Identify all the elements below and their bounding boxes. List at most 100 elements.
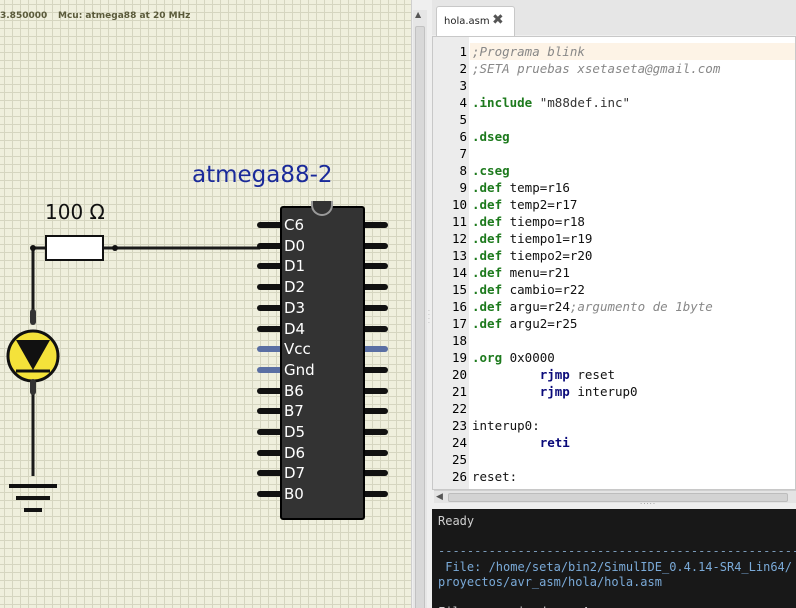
pin-stub-right[interactable]: [362, 263, 388, 270]
code-token: .dseg: [472, 129, 510, 144]
code-token: "m88def.inc": [532, 95, 631, 110]
scroll-left-arrow-icon[interactable]: ◀: [436, 492, 443, 502]
code-line[interactable]: .include "m88def.inc": [472, 95, 630, 110]
pin-stub-left[interactable]: [257, 491, 283, 498]
pin-stub-right[interactable]: [362, 222, 388, 228]
code-line[interactable]: .def argu2=r25: [472, 316, 577, 331]
pin-stub-right[interactable]: [362, 429, 388, 435]
canvas-scroll-thumb[interactable]: [415, 26, 425, 608]
pin-stub-left[interactable]: [257, 242, 283, 249]
code-token: [472, 384, 540, 399]
pin-stub-right[interactable]: [362, 470, 388, 477]
line-number: 1: [459, 44, 467, 59]
pin-stub-left[interactable]: [257, 346, 283, 353]
pin-stub-right[interactable]: [362, 284, 388, 291]
pin-stub-left[interactable]: [257, 470, 283, 477]
code-line[interactable]: interup0:: [472, 418, 540, 433]
pin-stub-right[interactable]: [362, 346, 388, 353]
pin-stub-right[interactable]: [362, 449, 388, 456]
microcontroller-chip[interactable]: [280, 206, 365, 520]
code-token: ;Programa blink: [472, 44, 585, 59]
led-icon: [6, 309, 60, 395]
pin-stub-right[interactable]: [362, 325, 388, 332]
sim-time: 3.850000: [0, 11, 48, 21]
pin-stub-left[interactable]: [257, 408, 283, 415]
code-line[interactable]: .def tiempo2=r20: [472, 248, 592, 263]
pin-label-b7: B7: [284, 402, 304, 421]
line-number: 18: [451, 333, 467, 348]
code-line[interactable]: .def tiempo1=r19: [472, 231, 592, 246]
pin-stub-left[interactable]: [257, 387, 283, 394]
line-number: 17: [451, 316, 467, 331]
code-token: 0x0000: [502, 350, 555, 365]
code-line[interactable]: .dseg: [472, 129, 510, 144]
code-line[interactable]: rjmp reset: [472, 367, 615, 382]
line-number: 3: [459, 78, 467, 93]
pin-stub-left[interactable]: [257, 325, 283, 332]
mcu-info: Mcu: atmega88 at 20 MHz: [58, 11, 191, 21]
console-line: File: /home/seta/bin2/SimulIDE_0.4.14-SR…: [438, 559, 793, 574]
splitter-handle-icon[interactable]: ····: [428, 308, 430, 327]
pin-stub-left[interactable]: [257, 263, 283, 270]
code-line[interactable]: rjmp interup0: [472, 384, 638, 399]
code-token: .def: [472, 282, 503, 297]
code-line[interactable]: reset:: [472, 469, 517, 484]
line-number: 16: [451, 299, 467, 314]
line-number: 13: [451, 248, 467, 263]
code-token: reset: [569, 367, 615, 382]
console-line: proyectos/avr_asm/hola/hola.asm: [438, 574, 662, 589]
pin-stub-right[interactable]: [362, 387, 388, 394]
code-token: .def: [472, 231, 503, 246]
code-line[interactable]: .def cambio=r22: [472, 282, 585, 297]
code-line[interactable]: .def temp2=r17: [472, 197, 577, 212]
console-splitter[interactable]: [432, 503, 796, 511]
code-token: [472, 367, 540, 382]
code-line[interactable]: .def temp=r16: [472, 180, 570, 195]
editor-horizontal-scrollbar[interactable]: ◀: [434, 490, 796, 503]
line-number: 9: [459, 180, 467, 195]
pin-stub-right[interactable]: [362, 408, 388, 415]
code-token: [472, 435, 540, 450]
circuit-canvas[interactable]: 3.850000 Mcu: atmega88 at 20 MHz atmega8…: [0, 0, 411, 608]
tab-hola-asm[interactable]: hola.asm ✖: [436, 6, 515, 36]
code-token: interup0:: [472, 418, 540, 433]
pin-stub-left[interactable]: [257, 366, 283, 373]
code-token: argu2=r25: [502, 316, 578, 331]
pin-stub-left[interactable]: [257, 304, 283, 311]
code-line[interactable]: .def menu=r21: [472, 265, 570, 280]
code-line[interactable]: .org 0x0000: [472, 350, 555, 365]
code-token: .def: [472, 180, 503, 195]
pin-stub-left[interactable]: [257, 222, 283, 228]
code-line[interactable]: ;Programa blink: [472, 44, 585, 59]
pin-stub-left[interactable]: [257, 284, 283, 291]
scroll-up-arrow-icon[interactable]: ▲: [415, 10, 422, 19]
code-token: .org: [472, 350, 503, 365]
splitter-grip-icon[interactable]: ·····: [640, 500, 657, 508]
code-line[interactable]: reti: [472, 435, 570, 450]
line-number: 19: [451, 350, 467, 365]
pin-label-d2: D2: [284, 278, 306, 297]
pin-label-d7: D7: [284, 464, 306, 483]
pin-stub-left[interactable]: [257, 449, 283, 456]
pin-label-gnd: Gnd: [284, 360, 315, 379]
pin-label-b6: B6: [284, 381, 304, 400]
pin-stub-right[interactable]: [362, 304, 388, 311]
code-line[interactable]: .def tiempo=r18: [472, 214, 585, 229]
pin-label-vcc: Vcc: [284, 340, 311, 359]
pin-stub-right[interactable]: [362, 242, 388, 249]
circuit-wiring: [6, 235, 260, 512]
line-number: 20: [451, 367, 467, 382]
code-token: .def: [472, 299, 503, 314]
code-line[interactable]: .def argu=r24;argumento de 1byte: [472, 299, 713, 314]
pin-stub-right[interactable]: [362, 366, 388, 373]
pin-stub-left[interactable]: [257, 429, 283, 435]
editor-scroll-thumb[interactable]: [448, 493, 788, 502]
close-icon[interactable]: ✖: [492, 12, 504, 28]
code-token: reti: [539, 435, 570, 450]
line-number: 25: [451, 452, 467, 467]
output-console: Ready-----------------------------------…: [432, 509, 796, 608]
code-line[interactable]: ;SETA pruebas xsetaseta@gmail.com: [472, 61, 720, 76]
pin-stub-right[interactable]: [362, 491, 388, 498]
code-line[interactable]: .cseg: [472, 163, 510, 178]
